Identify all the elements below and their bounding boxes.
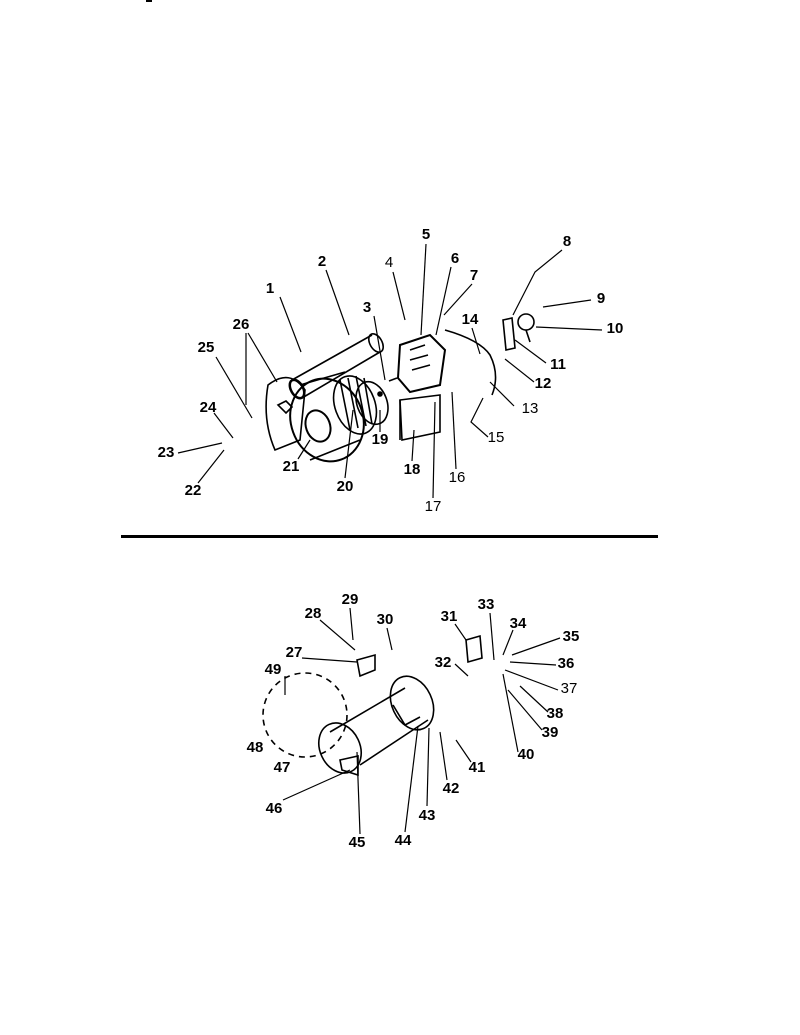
callout-18: 18 [403, 461, 421, 478]
blower-wheel-icon [289, 371, 378, 463]
callout-16: 16 [448, 469, 466, 486]
callout-40: 40 [517, 746, 535, 763]
callout-6: 6 [450, 250, 460, 267]
callout-46: 46 [265, 800, 283, 817]
top-mark [146, 0, 152, 2]
callout-36: 36 [557, 655, 575, 672]
filter-cylinder-icon [288, 333, 385, 400]
callout-7: 7 [469, 267, 479, 284]
callout-20: 20 [336, 478, 354, 495]
callout-12: 12 [534, 375, 552, 392]
callout-47: 47 [273, 759, 291, 776]
callout-24: 24 [199, 399, 217, 416]
callout-1: 1 [265, 280, 275, 297]
callout-34: 34 [509, 615, 527, 632]
callout-48: 48 [246, 739, 264, 756]
callout-13: 13 [521, 400, 539, 417]
callout-29: 29 [341, 591, 359, 608]
callout-35: 35 [562, 628, 580, 645]
callout-23: 23 [157, 444, 175, 461]
wire-13 [444, 329, 497, 396]
callout-8: 8 [562, 233, 572, 250]
callout-32: 32 [434, 654, 452, 671]
callout-43: 43 [418, 807, 436, 824]
callout-22: 22 [184, 482, 202, 499]
bracket-icon [399, 394, 441, 441]
callout-4: 4 [384, 254, 394, 271]
callout-28: 28 [304, 605, 322, 622]
callout-10: 10 [606, 320, 624, 337]
panel-31-icon [465, 634, 483, 664]
section-divider [121, 535, 658, 538]
motor-icon [388, 333, 447, 394]
housing-plate-icon [265, 376, 306, 452]
callout-17: 17 [424, 498, 442, 515]
callout-5: 5 [421, 226, 431, 243]
callout-26: 26 [232, 316, 250, 333]
dashed-circle-icon [262, 672, 348, 758]
callout-45: 45 [348, 834, 366, 851]
callout-21: 21 [282, 458, 300, 475]
callout-11: 11 [550, 356, 566, 373]
callout-27: 27 [285, 644, 303, 661]
callout-9: 9 [596, 290, 606, 307]
callout-37: 37 [560, 680, 578, 697]
callout-15: 15 [487, 429, 505, 446]
callout-39: 39 [541, 724, 559, 741]
callout-19: 19 [371, 431, 389, 448]
callout-3: 3 [362, 299, 372, 316]
callout-41: 41 [468, 759, 486, 776]
callout-31: 31 [440, 608, 458, 625]
callout-30: 30 [376, 611, 394, 628]
callout-2: 2 [317, 253, 327, 270]
switch-bracket-icon [502, 313, 535, 351]
callout-44: 44 [394, 832, 412, 849]
drum-icon [318, 675, 435, 774]
callout-42: 42 [442, 780, 460, 797]
callout-49: 49 [264, 661, 282, 678]
callout-25: 25 [197, 339, 215, 356]
callout-33: 33 [477, 596, 495, 613]
callout-14: 14 [461, 311, 479, 328]
callout-38: 38 [546, 705, 564, 722]
